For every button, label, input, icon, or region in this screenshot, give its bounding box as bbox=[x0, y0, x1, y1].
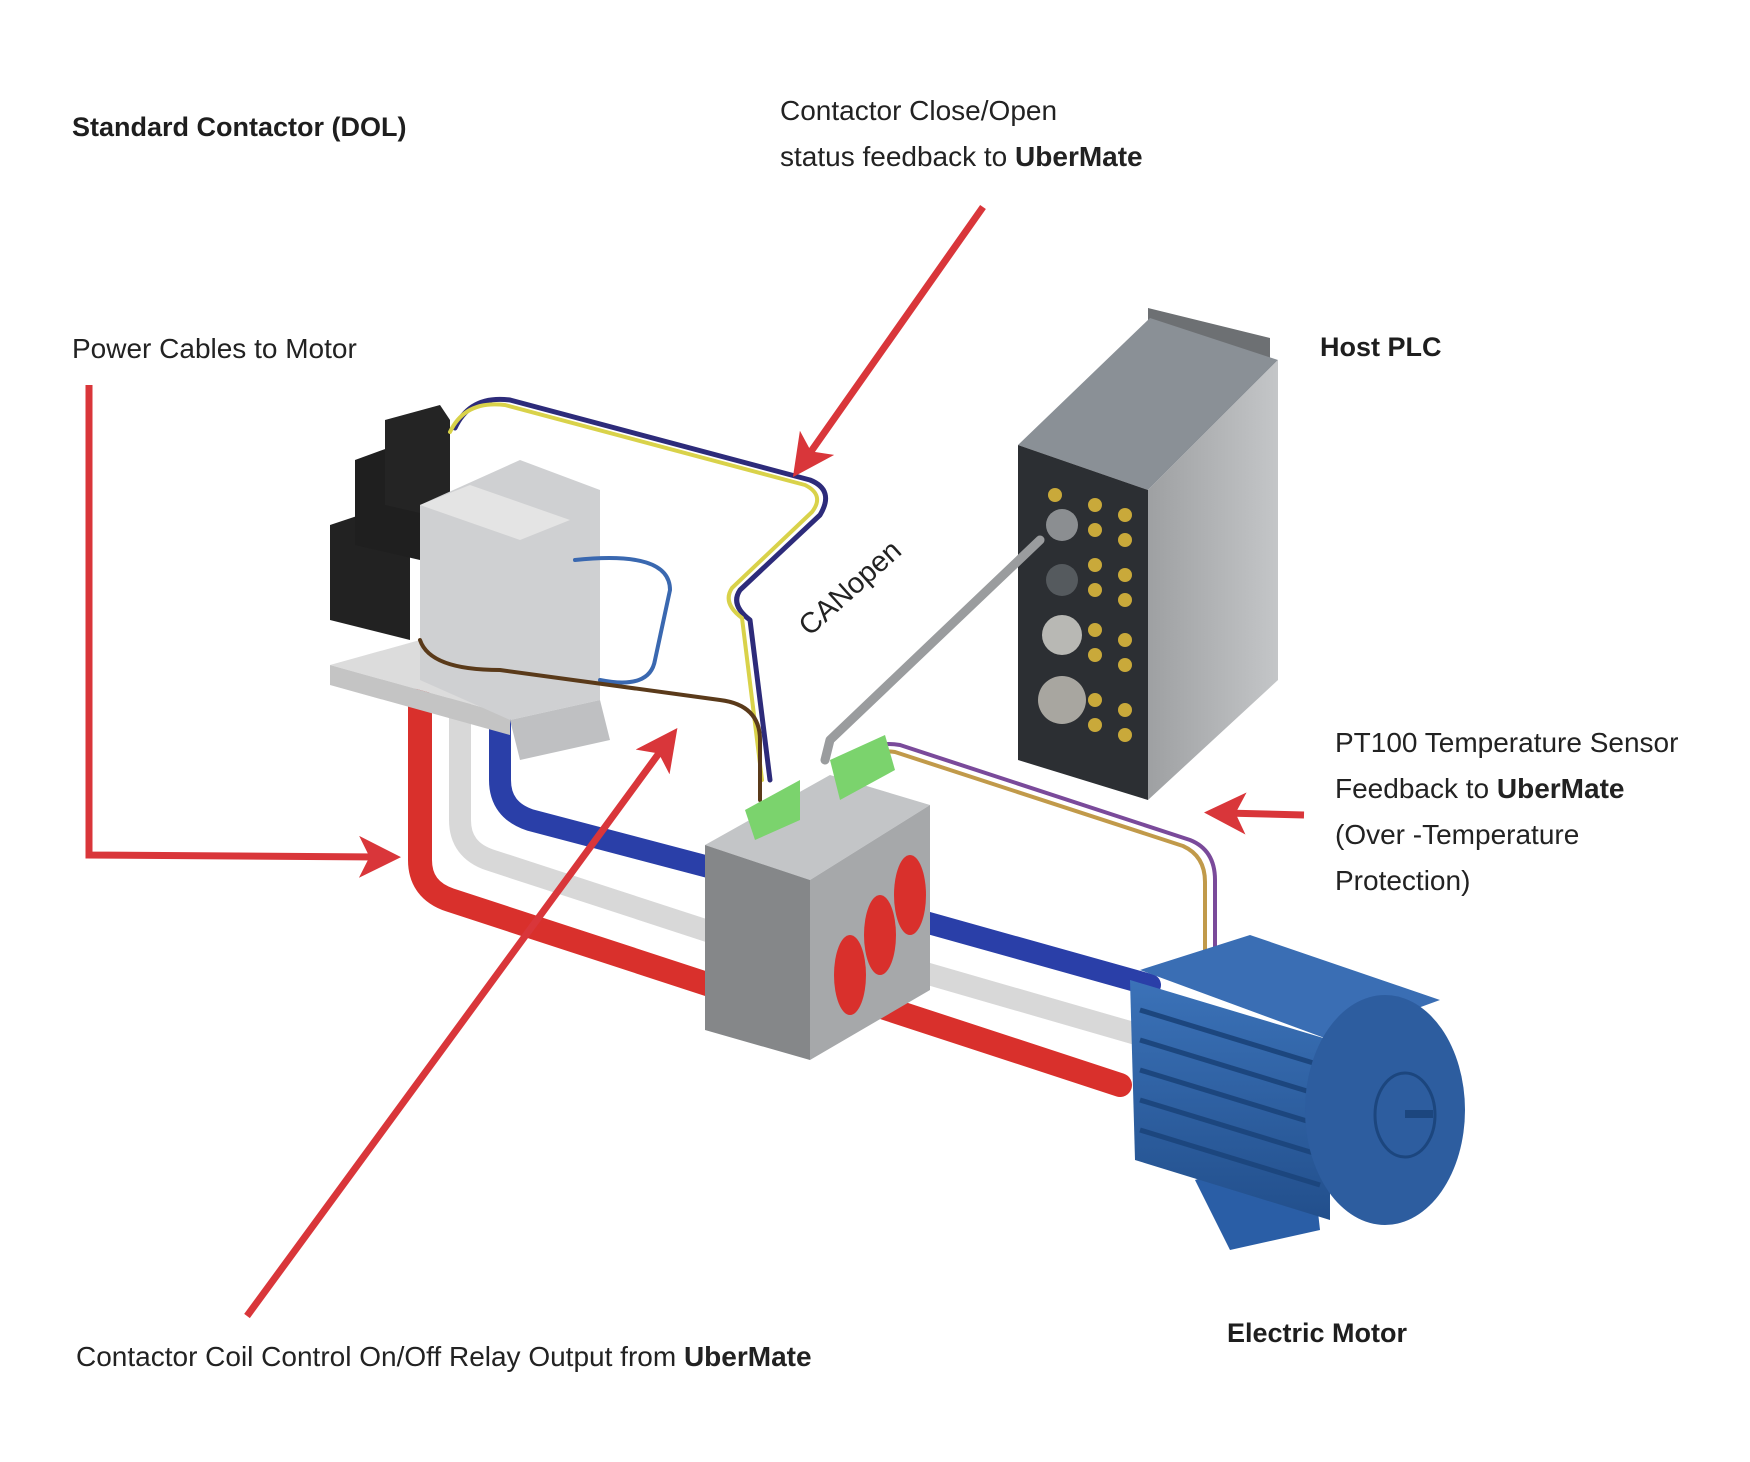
host-plc bbox=[1018, 308, 1278, 800]
contactor-title: Standard Contactor (DOL) bbox=[72, 112, 407, 142]
callout-arrows bbox=[85, 204, 1305, 1319]
arrow-coil-control bbox=[244, 728, 678, 1319]
pt100-line3: (Over -Temperature bbox=[1335, 819, 1580, 850]
power-cables-label: Power Cables to Motor bbox=[72, 333, 357, 364]
status-feedback-prefix: status feedback to bbox=[780, 141, 1016, 172]
arrow-power-cables bbox=[85, 385, 401, 878]
pt100-ubermate: UberMate bbox=[1496, 773, 1625, 804]
arrow-pt100 bbox=[1204, 792, 1305, 835]
contactor bbox=[330, 405, 610, 760]
arrow-status-feedback bbox=[792, 204, 986, 478]
pt100-line2: Feedback to UberMate bbox=[1335, 766, 1678, 812]
status-feedback-line1: Contactor Close/Open bbox=[780, 95, 1058, 126]
status-feedback-label: Contactor Close/Open status feedback to … bbox=[780, 88, 1143, 180]
pt100-line4: Protection) bbox=[1335, 865, 1471, 896]
pt100-line1: PT100 Temperature Sensor bbox=[1335, 727, 1679, 758]
pt100-label: PT100 Temperature Sensor Feedback to Ube… bbox=[1335, 720, 1678, 904]
coil-control-label: Contactor Coil Control On/Off Relay Outp… bbox=[76, 1334, 812, 1380]
status-feedback-line2: status feedback to UberMate bbox=[780, 134, 1143, 180]
electric-motor bbox=[1130, 935, 1465, 1250]
ubermate-module bbox=[705, 735, 930, 1060]
coil-control-ubermate: UberMate bbox=[683, 1341, 812, 1372]
coil-control-prefix: Contactor Coil Control On/Off Relay Outp… bbox=[76, 1341, 684, 1372]
status-feedback-ubermate: UberMate bbox=[1015, 141, 1143, 172]
motor-title: Electric Motor bbox=[1227, 1318, 1408, 1348]
pt100-prefix: Feedback to bbox=[1335, 773, 1497, 804]
host-plc-title: Host PLC bbox=[1320, 332, 1442, 362]
